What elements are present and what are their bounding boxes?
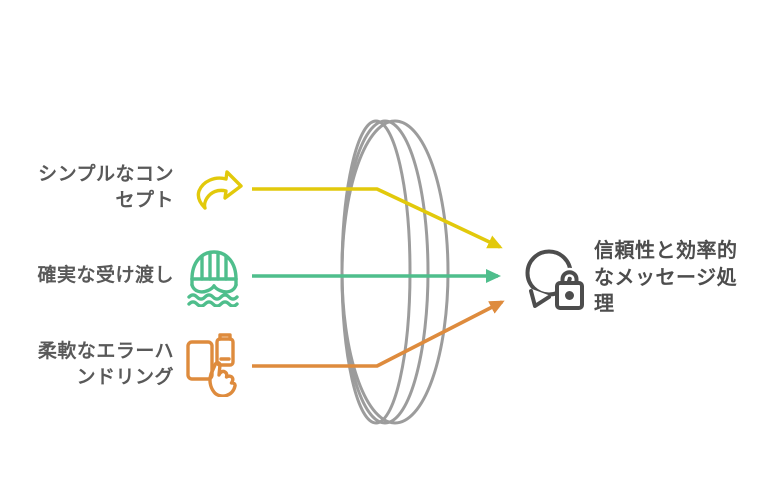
- feature-label-line: シンプルなコン: [38, 164, 174, 185]
- feature-label-line: 柔軟なエラーハ: [37, 341, 174, 362]
- lock-keyhole-dot: [565, 291, 574, 300]
- flow-arrow-orange: [252, 300, 505, 368]
- feature-label-line: セプト: [115, 190, 174, 211]
- curved-arrow-icon: [196, 170, 243, 210]
- feature-label-flexible-error-handling: 柔軟なエラーハ ンドリング: [24, 339, 174, 391]
- lock-shackle-icon: [560, 270, 579, 285]
- feature-label-reliable-delivery: 確実な受け渡し: [24, 263, 174, 289]
- output-label-line: なメッセージ処: [594, 266, 738, 289]
- output-label-line: 理: [594, 293, 615, 315]
- feature-label-line: ンドリング: [76, 367, 174, 388]
- output-label-line: 信頼性と効率的: [594, 240, 738, 262]
- output-label: 信頼性と効率的 なメッセージ処 理: [594, 238, 762, 318]
- boat-over-waves-icon: [187, 250, 239, 307]
- devices-touch-hand-icon: [186, 333, 237, 397]
- lens-graphic: [340, 119, 450, 425]
- feature-label-simple-concept: シンプルなコン セプト: [24, 162, 174, 214]
- feature-label-line: 確実な受け渡し: [37, 265, 174, 286]
- flow-arrow-yellow: [252, 187, 503, 249]
- secure-chat-lock-icon: [525, 249, 584, 310]
